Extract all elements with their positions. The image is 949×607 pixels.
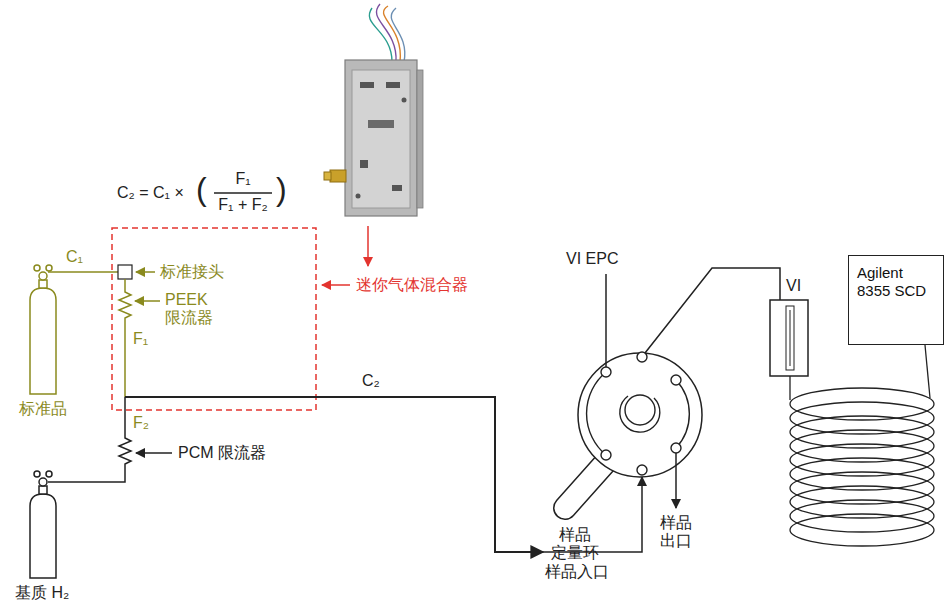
concentration-label: C₂ bbox=[362, 372, 380, 390]
label-anchor: 样品 出口 bbox=[660, 514, 692, 551]
volatiles-interface bbox=[770, 300, 808, 376]
union-fitting bbox=[118, 265, 132, 279]
label-anchor: PCM 限流器 bbox=[178, 444, 266, 462]
box-text: Agilent 8355 SCD bbox=[857, 264, 933, 300]
part-name: VI bbox=[786, 277, 801, 295]
pointer-arrow bbox=[367, 226, 369, 266]
label-anchor: ( bbox=[196, 171, 207, 208]
gas-cylinder bbox=[30, 265, 56, 394]
label-anchor: C₂ bbox=[362, 372, 380, 390]
flow-label: F₁ bbox=[133, 330, 148, 348]
label-anchor: 标准品 bbox=[19, 400, 67, 418]
flow-label: F₂ bbox=[133, 414, 149, 432]
label-anchor: 基质 H₂ bbox=[15, 584, 69, 602]
formula-text: C₂ = C₁ × bbox=[117, 184, 184, 202]
label-anchor: VI EPC bbox=[566, 250, 618, 268]
detector-box: Agilent 8355 SCD bbox=[848, 255, 944, 345]
label-anchor: C₂ = C₁ × bbox=[117, 184, 184, 202]
fraction-bar bbox=[214, 192, 272, 193]
part-name: 标准接头 bbox=[160, 263, 224, 281]
mixer-device-illustration bbox=[324, 4, 423, 216]
gc-column bbox=[790, 345, 934, 546]
label-anchor: F₁ bbox=[235, 170, 250, 188]
mixer-region bbox=[112, 228, 316, 410]
leader-arrow bbox=[136, 271, 155, 273]
gas-line bbox=[48, 271, 118, 273]
part-name: VI EPC bbox=[566, 250, 618, 268]
label-anchor: VI bbox=[786, 277, 801, 295]
part-name: 基质 H₂ bbox=[15, 584, 69, 602]
label-anchor: F₁ + F₂ bbox=[218, 196, 267, 214]
label-anchor: 样品入口 bbox=[545, 563, 609, 581]
part-name: PCM 限流器 bbox=[178, 444, 266, 462]
leader-arrow bbox=[322, 284, 350, 286]
label-anchor: C₁ bbox=[66, 248, 83, 266]
port-name: 样品入口 bbox=[545, 563, 609, 581]
label-anchor: F₁ bbox=[133, 330, 148, 348]
sample-outlet-line bbox=[675, 453, 677, 508]
leader-arrow bbox=[136, 452, 172, 454]
label-anchor: ) bbox=[276, 171, 287, 208]
formula-paren: ) bbox=[276, 171, 287, 208]
concentration-label: C₁ bbox=[66, 248, 83, 266]
label-anchor: 标准接头 bbox=[160, 263, 224, 281]
part-name: 迷你气体混合器 bbox=[356, 276, 468, 294]
rotary-valve bbox=[565, 352, 702, 508]
formula-paren: ( bbox=[196, 171, 207, 208]
formula-text: F₁ bbox=[235, 170, 250, 188]
epc-line bbox=[605, 274, 607, 367]
part-name: 标准品 bbox=[19, 400, 67, 418]
label-anchor: F₂ bbox=[133, 414, 149, 432]
label-anchor: 样品 定量环 bbox=[551, 526, 599, 563]
gas-cylinder bbox=[30, 471, 56, 578]
part-name: PEEK 限流器 bbox=[165, 291, 213, 328]
label-anchor: 迷你气体混合器 bbox=[356, 276, 468, 294]
label-anchor: PEEK 限流器 bbox=[165, 291, 213, 328]
formula-text: F₁ + F₂ bbox=[218, 196, 267, 214]
leader-arrow bbox=[135, 300, 160, 302]
transfer-line bbox=[645, 268, 780, 353]
port-name: 样品 出口 bbox=[660, 514, 692, 551]
resistor-symbol bbox=[119, 279, 131, 397]
part-name: 样品 定量环 bbox=[551, 526, 599, 563]
sample-line bbox=[125, 397, 543, 552]
